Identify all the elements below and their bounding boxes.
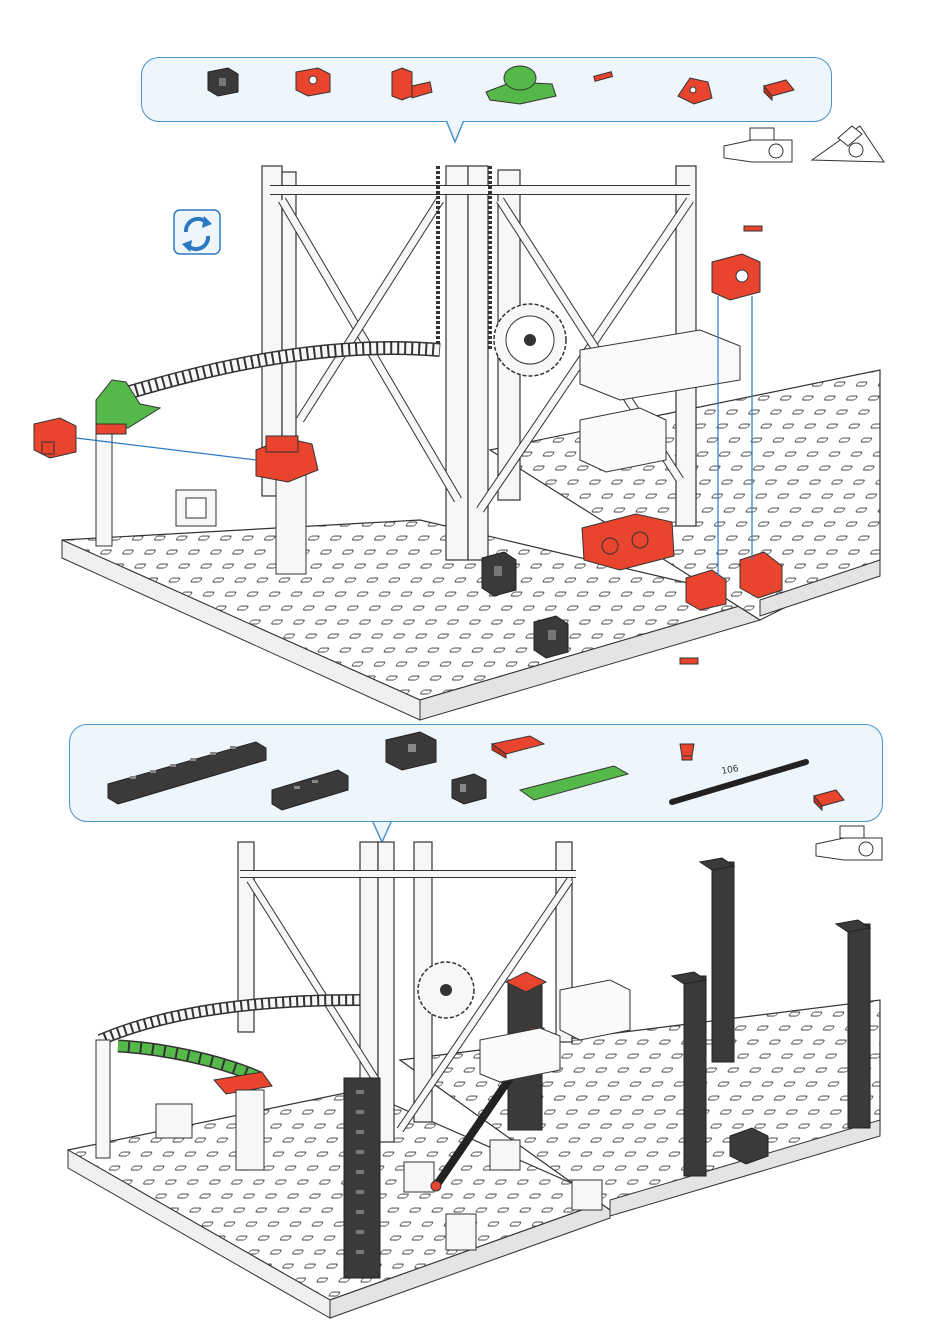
part-green-track-strip [520,766,628,800]
part-red-flat-plate [492,736,544,758]
part-black-small-block [452,774,486,804]
part-black-medium-beam [272,770,348,810]
black-column-front [344,1078,380,1278]
part-black-building-block-2 [386,732,436,770]
part-black-strut: 106 [672,762,806,802]
view-hint-front-icon [816,826,882,860]
part-black-long-beam [108,742,266,804]
curved-track-step2 [100,1000,360,1094]
part-red-slide-piece-2 [814,790,844,810]
part-red-clip [680,744,694,760]
gear-step2 [418,962,474,1018]
strut-length-label: 106 [721,764,740,777]
